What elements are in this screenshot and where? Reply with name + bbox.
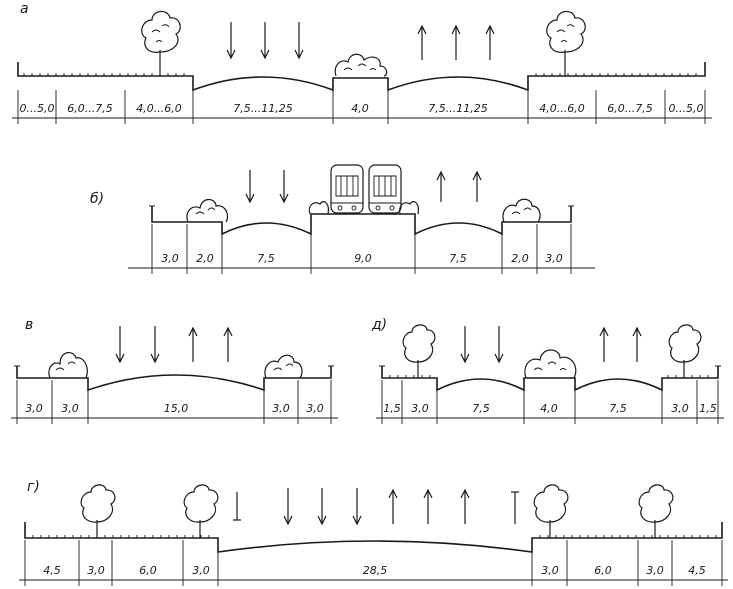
dimension-label: 3,0 [272, 402, 290, 415]
tree-icon [141, 10, 181, 76]
tree-icon [546, 10, 586, 76]
dimension-label: 7,5 [609, 402, 627, 415]
shrub-icon [186, 198, 229, 223]
arrow-down-icon [115, 326, 160, 364]
dimension-line: 4,5 3,0 6,0 3,0 28,5 3,0 6,0 3,0 4,5 [19, 540, 728, 586]
shrub-icon [502, 198, 541, 223]
tram-icon [368, 164, 402, 214]
dimension-label: 4,0...6,0 [136, 102, 181, 115]
arrow-up-icon [599, 326, 642, 362]
dimension-label: 3,0 [541, 564, 559, 577]
dimension-label: 9,0 [354, 252, 372, 265]
section-label: д) [371, 317, 387, 333]
dimension-line: 0...5,0 6,0...7,5 4,0...6,0 7,5...11,25 … [12, 90, 712, 124]
section-a: а [12, 1, 712, 124]
dimension-label: 1,5 [699, 402, 717, 415]
dimension-label: 3,0 [671, 402, 689, 415]
dimension-label: 6,0...7,5 [607, 102, 652, 115]
section-label: в [25, 317, 33, 333]
dimension-label: 3,0 [87, 564, 105, 577]
dimension-label: 3,0 [25, 402, 43, 415]
section-d: д) 1,5 3,0 7,5 4,0 [371, 317, 724, 424]
dimension-label: 15,0 [164, 402, 189, 415]
dimension-label: 4,5 [43, 564, 61, 577]
shrub-icon [308, 201, 419, 215]
dimension-label: 0...5,0 [669, 102, 704, 115]
dimension-label: 4,0 [351, 102, 369, 115]
arrow-up-icon [388, 488, 519, 524]
dimension-line: 3,0 3,0 15,0 3,0 3,0 [11, 380, 338, 424]
dimension-label: 0...5,0 [20, 102, 55, 115]
dimension-label: 1,5 [383, 402, 401, 415]
dimension-label: 3,0 [61, 402, 79, 415]
dimension-label: 7,5...11,25 [233, 102, 292, 115]
dimension-label: 7,5 [449, 252, 467, 265]
tree-icon [80, 484, 116, 538]
dimension-label: 2,0 [196, 252, 214, 265]
shrub-icon [524, 349, 577, 379]
arrow-down-icon [245, 170, 289, 204]
dimension-label: 7,5 [257, 252, 275, 265]
tree-icon [668, 324, 702, 378]
dimension-label: 28,5 [363, 564, 388, 577]
section-label: б) [90, 191, 104, 207]
dimension-line: 3,0 2,0 7,5 9,0 7,5 2,0 3,0 [128, 224, 595, 274]
section-label: а [20, 1, 29, 17]
dimension-label: 6,0...7,5 [67, 102, 112, 115]
section-b-tram: б) [90, 164, 595, 274]
dimension-label: 4,0...6,0 [539, 102, 584, 115]
dimension-label: 3,0 [161, 252, 179, 265]
dimension-label: 4,0 [540, 402, 558, 415]
dimension-label: 3,0 [545, 252, 563, 265]
dimension-label: 6,0 [139, 564, 157, 577]
dimension-label: 4,5 [688, 564, 706, 577]
tree-icon [638, 484, 674, 538]
dimension-label: 3,0 [646, 564, 664, 577]
dimension-label: 7,5 [472, 402, 490, 415]
dimension-label: 2,0 [511, 252, 529, 265]
arrow-down-icon [226, 22, 304, 60]
section-g: г) [19, 479, 728, 586]
dimension-label: 3,0 [306, 402, 324, 415]
shrub-icon [264, 354, 303, 379]
arrow-down-icon [460, 326, 504, 364]
arrow-up-icon [436, 170, 482, 202]
tram-icon [330, 164, 364, 214]
dimension-label: 7,5...11,25 [428, 102, 487, 115]
shrub-icon [334, 53, 388, 77]
dimension-label: 6,0 [594, 564, 612, 577]
arrow-up-icon [188, 326, 233, 362]
arrow-down-icon [233, 488, 362, 526]
section-v: в 3,0 3,0 15,0 3,0 3,0 [11, 317, 338, 424]
section-label: г) [27, 479, 40, 495]
dimension-label: 3,0 [192, 564, 210, 577]
tree-icon [533, 484, 569, 538]
shrub-icon [48, 352, 88, 379]
tree-icon [402, 324, 436, 378]
tree-icon [183, 484, 219, 538]
arrow-up-icon [417, 24, 495, 60]
dimension-line: 1,5 3,0 7,5 4,0 7,5 3,0 1,5 [376, 380, 724, 424]
dimension-label: 3,0 [411, 402, 429, 415]
